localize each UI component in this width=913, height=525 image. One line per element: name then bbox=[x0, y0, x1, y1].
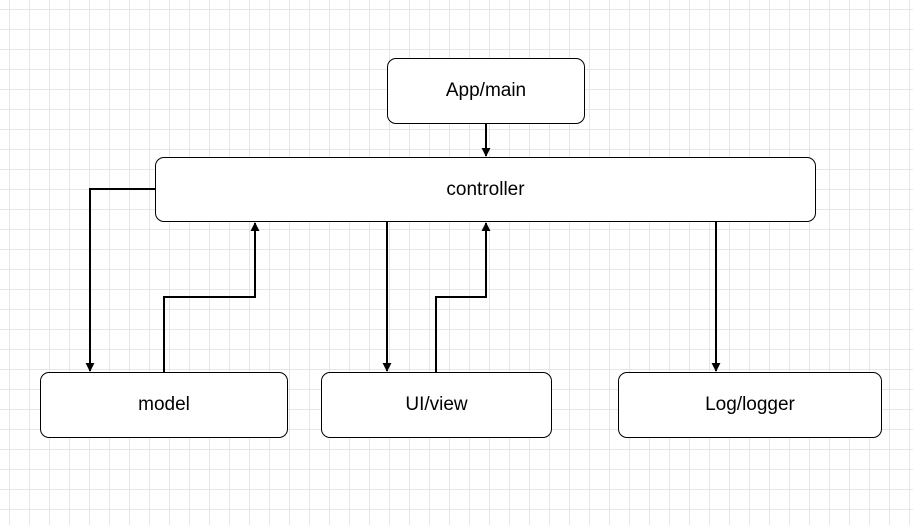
node-model[interactable]: model bbox=[40, 372, 288, 438]
edge-view-to-controller bbox=[435, 222, 491, 372]
node-ui-view-label: UI/view bbox=[405, 394, 468, 415]
node-app-main-label: App/main bbox=[445, 80, 527, 101]
node-model-label: model bbox=[138, 394, 190, 415]
node-controller[interactable]: controller bbox=[155, 157, 816, 222]
node-log-logger-label: Log/logger bbox=[705, 394, 795, 415]
node-log-logger[interactable]: Log/logger bbox=[618, 372, 882, 438]
edge-controller-to-model bbox=[85, 188, 155, 372]
node-controller-label: controller bbox=[446, 178, 525, 200]
node-app-main[interactable]: App/main bbox=[387, 58, 585, 124]
edge-model-to-controller bbox=[163, 222, 260, 372]
node-ui-view[interactable]: UI/view bbox=[321, 372, 552, 438]
